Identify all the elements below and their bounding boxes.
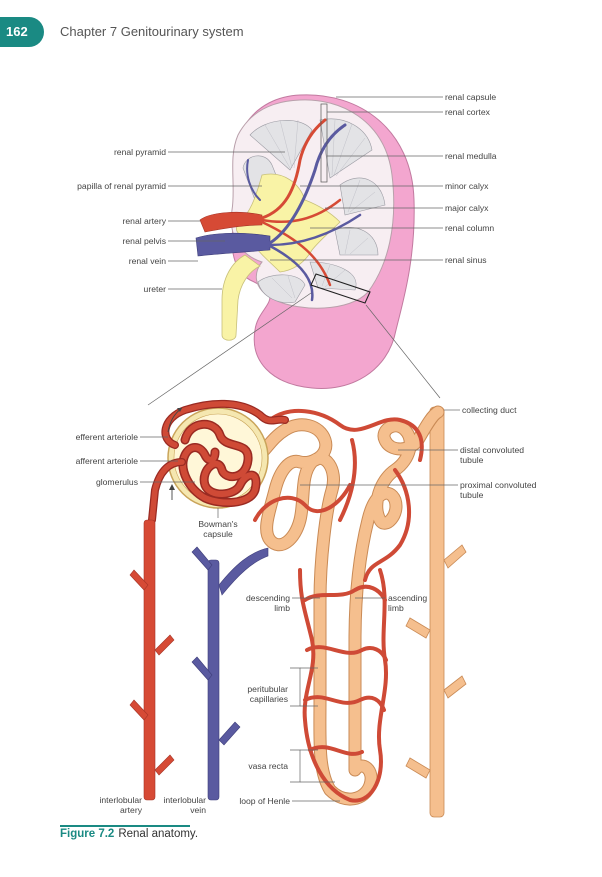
pyramid-7 [257, 274, 306, 303]
label-collecting-duct: collecting duct [462, 405, 517, 415]
label-peritubular-line2: capillaries [250, 694, 288, 704]
renal-vein-vessel [195, 232, 271, 257]
label-efferent-arteriole: efferent arteriole [76, 432, 139, 442]
label-proximal-line1: proximal convoluted [460, 480, 537, 490]
interlobular-artery-vessel [129, 519, 175, 801]
label-ureter: ureter [144, 284, 167, 294]
ureter-shape [221, 254, 261, 341]
label-bowmans-line2: capsule [203, 529, 233, 539]
running-head: Chapter 7 Genitourinary system [60, 24, 244, 39]
page-number: 162 [6, 24, 28, 39]
renal-tubule [233, 405, 445, 806]
label-minor-calyx: minor calyx [445, 181, 489, 191]
label-renal-column: renal column [445, 223, 494, 233]
pyramid-4 [339, 177, 386, 216]
label-renal-capsule: renal capsule [445, 92, 496, 102]
label-loop-of-henle: loop of Henle [239, 796, 290, 806]
collecting-duct-vessel [405, 406, 467, 818]
label-bowmans-line1: Bowman's [198, 519, 237, 529]
label-vasa-recta: vasa recta [248, 761, 288, 771]
label-proximal-line2: tubule [460, 490, 484, 500]
caption-rule [60, 825, 190, 827]
label-distal-line2: tubule [460, 455, 484, 465]
label-interlobular-artery-line2: artery [120, 805, 143, 815]
peritubular-capillary-network [253, 408, 424, 803]
page-number-tab: 162 [0, 17, 44, 47]
label-glomerulus: glomerulus [96, 477, 138, 487]
interlobular-vein-vessel [191, 546, 269, 801]
label-papilla: papilla of renal pyramid [77, 181, 166, 191]
label-peritubular-line1: peritubular [247, 684, 288, 694]
label-interlobular-artery-line1: interlobular [99, 795, 142, 805]
pyramid-1 [249, 120, 313, 171]
label-interlobular-vein-line2: vein [190, 805, 206, 815]
kidney-illustration [195, 94, 415, 390]
label-interlobular-vein-line1: interlobular [163, 795, 206, 805]
label-distal-line1: distal convoluted [460, 445, 524, 455]
label-descending-line1: descending [246, 593, 290, 603]
figure-label: Figure 7.2 [60, 828, 115, 840]
label-renal-cortex: renal cortex [445, 107, 491, 117]
label-ascending-line1: ascending [388, 593, 427, 603]
label-renal-artery: renal artery [123, 216, 167, 226]
glomerulus-tuft [178, 419, 261, 507]
label-renal-vein: renal vein [129, 256, 166, 266]
label-renal-pelvis: renal pelvis [123, 236, 166, 246]
label-renal-pyramid: renal pyramid [114, 147, 166, 157]
label-ascending-line2: limb [388, 603, 404, 613]
label-renal-medulla: renal medulla [445, 151, 497, 161]
label-afferent-arteriole: afferent arteriole [76, 456, 139, 466]
label-renal-sinus: renal sinus [445, 255, 487, 265]
label-major-calyx: major calyx [445, 203, 489, 213]
caption-text: Renal anatomy. [118, 828, 199, 840]
label-descending-line2: limb [274, 603, 290, 613]
nephron-illustration [129, 399, 467, 818]
